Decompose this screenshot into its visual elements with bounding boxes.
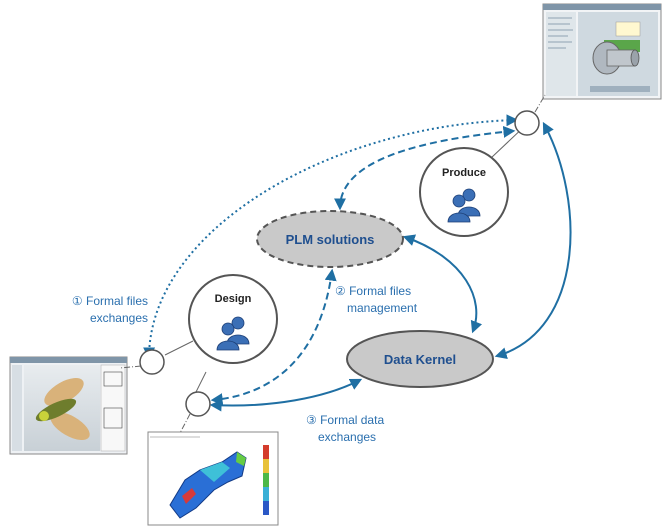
design-screenshot <box>9 356 128 455</box>
arrow-produce-kernel <box>494 121 572 360</box>
formal-files-exchanges-label: ① Formal files exchanges <box>72 294 148 325</box>
produce-node: Produce <box>419 147 509 237</box>
data-kernel-node: Data Kernel <box>346 330 494 388</box>
svg-text:① Formal files: ① Formal files <box>72 294 148 308</box>
svg-text:② Formal files: ② Formal files <box>335 284 411 298</box>
produce-screenshot <box>542 3 662 100</box>
users-icon <box>447 188 481 223</box>
arrow-produce-plm <box>334 125 516 211</box>
analysis-screenshot <box>147 431 279 526</box>
plm-solutions-label: PLM solutions <box>286 232 375 247</box>
design-connector-lower <box>185 391 211 417</box>
svg-text:③ Formal data: ③ Formal data <box>306 413 384 427</box>
svg-text:exchanges: exchanges <box>318 430 376 444</box>
arrows <box>143 114 572 412</box>
plm-solutions-node: PLM solutions <box>256 210 404 268</box>
svg-text:management: management <box>347 301 418 315</box>
svg-text:exchanges: exchanges <box>90 311 148 325</box>
produce-connector <box>514 110 540 136</box>
formal-files-management-label: ② Formal files management <box>335 284 418 315</box>
formal-data-exchanges-label: ③ Formal data exchanges <box>306 413 384 444</box>
design-label: Design <box>215 293 252 305</box>
design-connector-upper <box>139 349 165 375</box>
design-node: Design <box>188 274 278 364</box>
data-kernel-label: Data Kernel <box>384 352 456 367</box>
arrow-plm-kernel <box>402 234 483 334</box>
produce-label: Produce <box>442 167 486 179</box>
users-icon <box>216 316 250 351</box>
arrow-design-kernel <box>209 378 363 412</box>
